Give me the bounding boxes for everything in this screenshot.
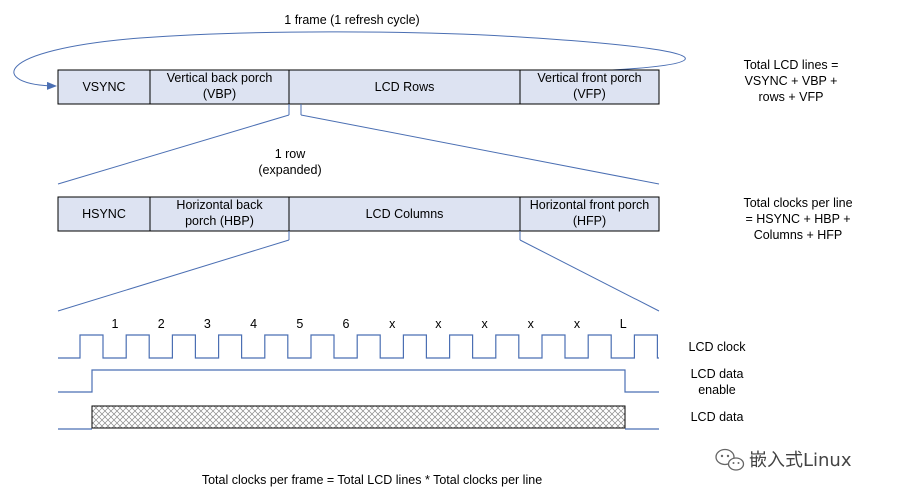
clock-number: x — [528, 317, 535, 331]
row-cell-hfp-label: Horizontal front porch — [530, 198, 650, 212]
row-formula-line: Total clocks per line — [743, 196, 852, 210]
wechat-icon — [715, 448, 745, 471]
row-cell-hbp — [149, 196, 290, 232]
signal-label-enable-sub: enable — [698, 383, 736, 397]
frame-cell-rows — [288, 69, 521, 105]
frame-cell-vbp — [149, 69, 290, 105]
row-cell-hsync-label: HSYNC — [82, 207, 126, 221]
row-formula: Total clocks per line = HSYNC + HBP + Co… — [743, 196, 852, 242]
clock-number: x — [435, 317, 442, 331]
lcd-data-hatched-block — [91, 405, 626, 429]
clock-number: 6 — [343, 317, 350, 331]
clock-number: x — [389, 317, 396, 331]
row-cell-columns-label: LCD Columns — [366, 207, 444, 221]
clock-number: 5 — [296, 317, 303, 331]
row-bar: HSYNC Horizontal back porch (HBP) LCD Co… — [57, 196, 660, 232]
clock-number: x — [574, 317, 581, 331]
clock-number: 1 — [112, 317, 119, 331]
frame-formula-line: VSYNC + VBP + — [745, 74, 838, 88]
row-cell-hbp-label: Horizontal back — [176, 198, 263, 212]
row-cell-hbp-sub: porch (HBP) — [185, 214, 254, 228]
timing-zoom-left-diag — [57, 239, 290, 312]
frame-cell-vbp-label: Vertical back porch — [167, 71, 273, 85]
signal-label-enable: LCD data — [691, 367, 744, 381]
row-zoom-left-diag — [57, 114, 290, 185]
clock-number: 4 — [250, 317, 257, 331]
clock-number: 3 — [204, 317, 211, 331]
row-zoom-right-diag — [300, 114, 660, 185]
row-formula-line: Columns + HFP — [754, 228, 843, 242]
frame-loop-arrow — [13, 31, 686, 90]
row-formula-line: = HSYNC + HBP + — [745, 212, 850, 226]
frame-cell-vfp-label: Vertical front porch — [537, 71, 641, 85]
frame-cell-vfp — [519, 69, 660, 105]
watermark-text: 嵌入式Linux — [749, 450, 852, 471]
frame-cell-vsync-label: VSYNC — [82, 80, 125, 94]
frame-formula-line: Total LCD lines = — [744, 58, 839, 72]
row-cell-hsync — [57, 196, 151, 232]
frame-cell-vbp-sub: (VBP) — [203, 87, 236, 101]
clock-number-labels: 1 2 3 4 5 6 x x x x x L — [112, 317, 627, 331]
frame-formula: Total LCD lines = VSYNC + VBP + rows + V… — [744, 58, 839, 104]
clock-number: L — [620, 317, 627, 331]
signal-label-clock: LCD clock — [689, 340, 747, 354]
frame-formula-line: rows + VFP — [759, 90, 824, 104]
clock-number: 2 — [158, 317, 165, 331]
lcd-data-enable-waveform — [58, 369, 659, 393]
row-caption: 1 row — [275, 147, 307, 161]
lcd-clock-waveform — [58, 334, 659, 359]
footer-formula: Total clocks per frame = Total LCD lines… — [202, 473, 542, 487]
timing-zoom-right-diag — [519, 239, 660, 312]
watermark: 嵌入式Linux — [715, 448, 852, 471]
row-cell-hfp-sub: (HFP) — [573, 214, 606, 228]
frame-caption: 1 frame (1 refresh cycle) — [284, 13, 419, 27]
row-cell-hfp — [519, 196, 660, 232]
signal-label-data: LCD data — [691, 410, 744, 424]
frame-cell-vfp-sub: (VFP) — [573, 87, 606, 101]
frame-bar: VSYNC Vertical back porch (VBP) LCD Rows… — [57, 69, 660, 105]
row-caption-sub: (expanded) — [258, 163, 321, 177]
clock-number: x — [481, 317, 488, 331]
frame-cell-rows-label: LCD Rows — [375, 80, 435, 94]
